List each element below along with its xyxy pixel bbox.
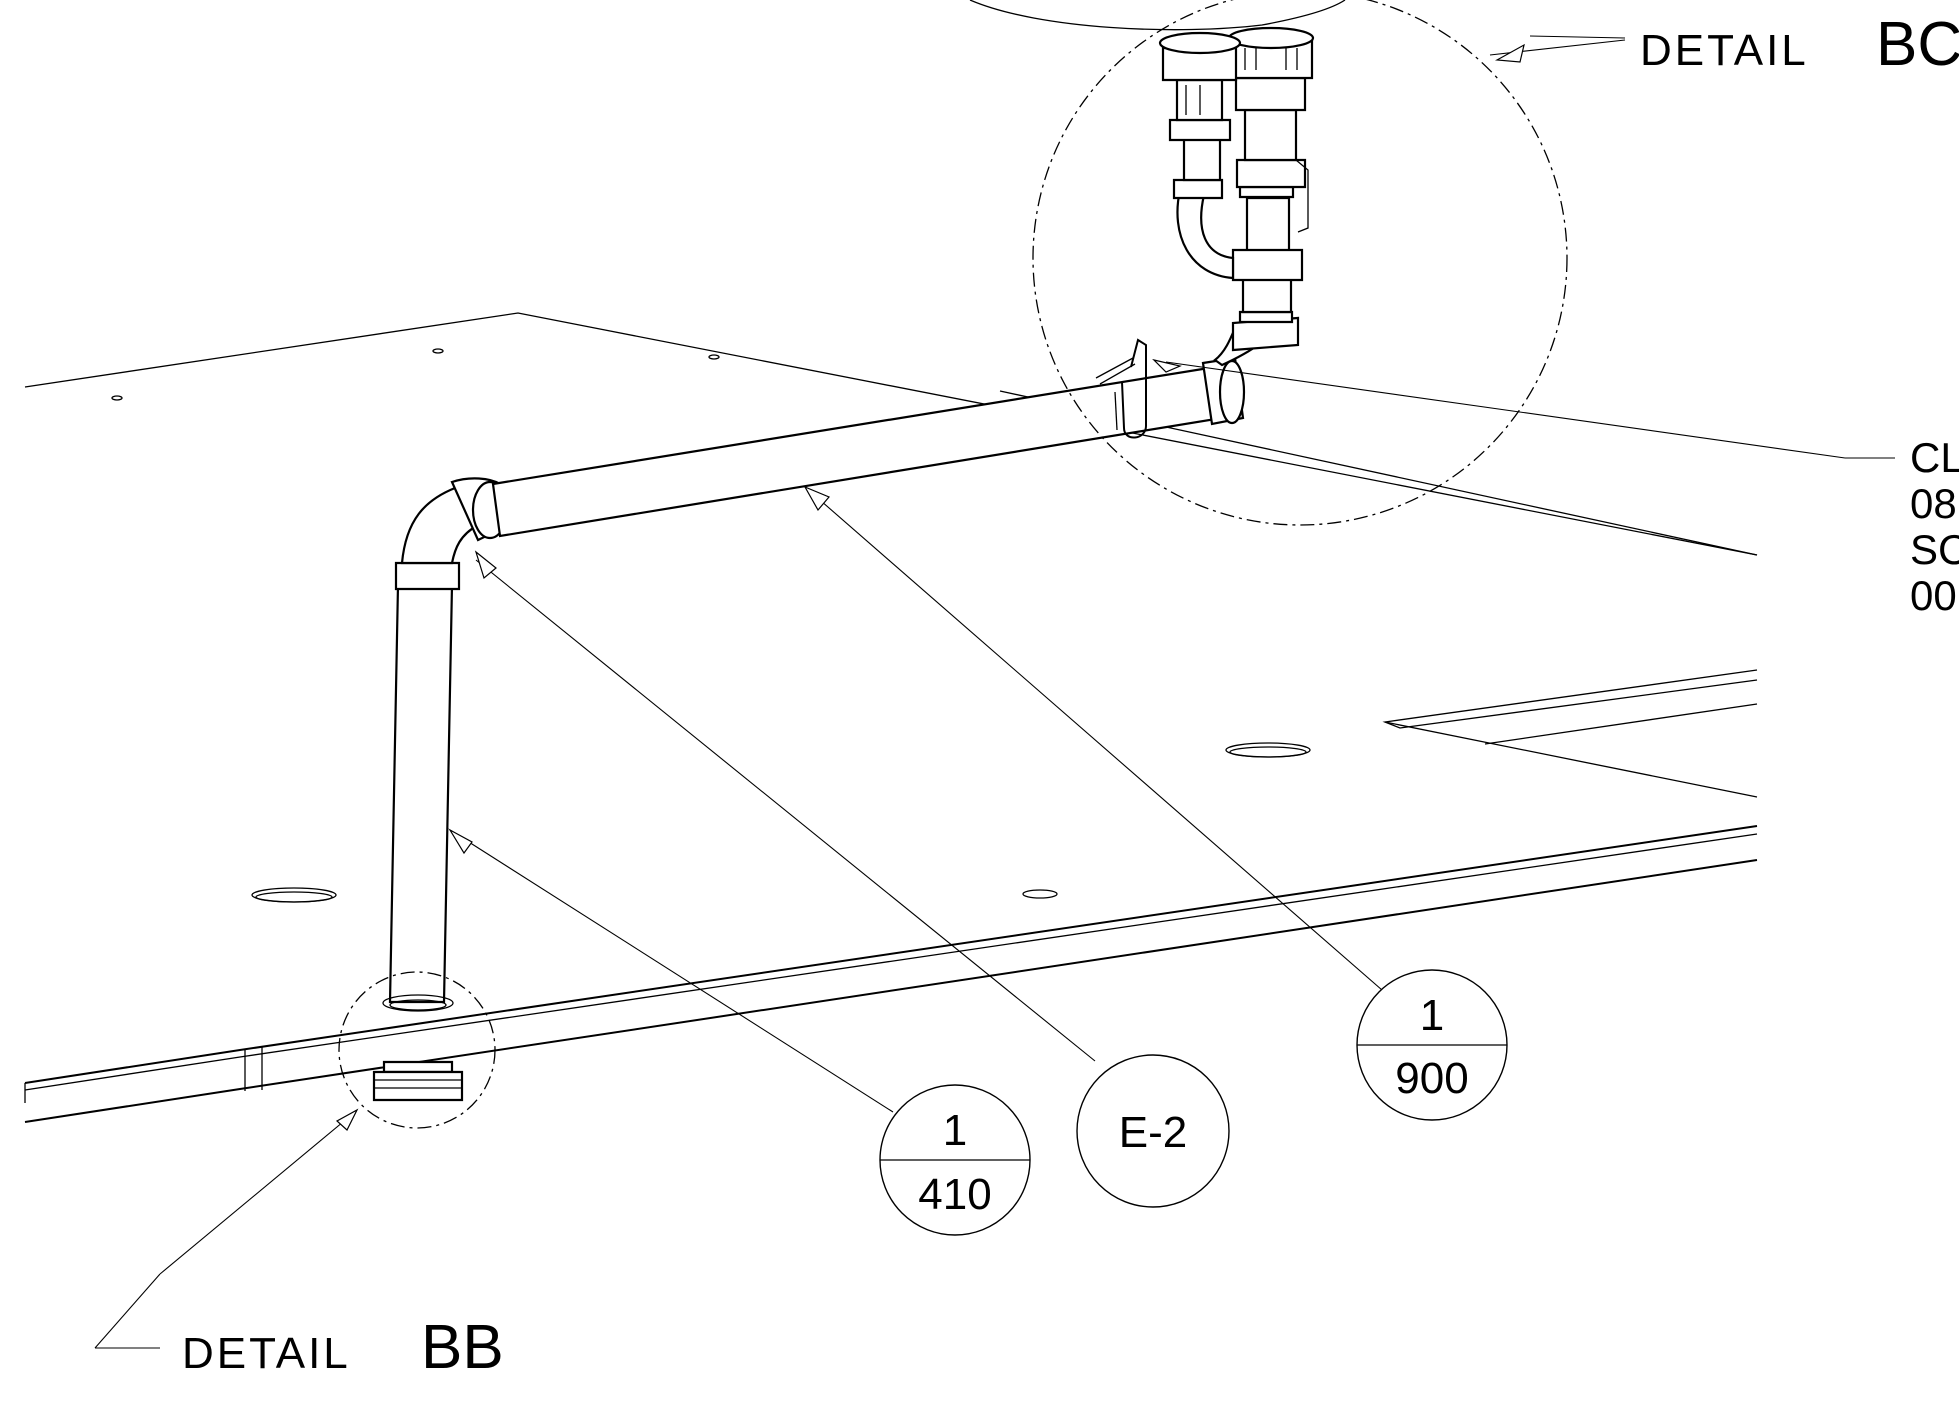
detail-bc-circle [1032, 0, 1568, 526]
callout-410: 1 410 [879, 1084, 1031, 1236]
detail-bc-small: DETAIL [1640, 26, 1809, 75]
leader-lines [94, 35, 1895, 1349]
callout-900-top: 1 [1420, 991, 1444, 1040]
detail-bb-small: DETAIL [182, 1329, 351, 1378]
detail-bb-big: BB [421, 1313, 504, 1382]
note-line-4: 00 [1910, 572, 1957, 619]
horizontal-pipe [491, 338, 1246, 538]
leader-arrowheads [335, 43, 1525, 1131]
callout-410-bottom: 410 [918, 1170, 991, 1219]
callout-e2-text: E-2 [1119, 1108, 1187, 1157]
callout-410-top: 1 [943, 1106, 967, 1155]
note-line-1: CL [1910, 434, 1959, 481]
detail-bb-label: DETAIL BB [182, 1313, 504, 1382]
detail-bc-label: DETAIL BC [1640, 10, 1959, 79]
note-line-3: SC [1910, 526, 1959, 573]
detail-bb-circle [338, 971, 496, 1129]
callout-900: 1 900 [1356, 969, 1508, 1121]
note-line-2: 08 [1910, 480, 1957, 527]
callout-e2: E-2 [1076, 1054, 1230, 1208]
callout-900-bottom: 900 [1395, 1054, 1468, 1103]
riser-assembly [969, 0, 1346, 367]
floor-slab [24, 312, 1758, 1123]
detail-bc-big: BC [1876, 10, 1959, 79]
vertical-pipe-left [372, 561, 464, 1102]
side-note: CL 08 SC 00 [1910, 434, 1959, 619]
elbow-fitting-left [400, 477, 510, 565]
